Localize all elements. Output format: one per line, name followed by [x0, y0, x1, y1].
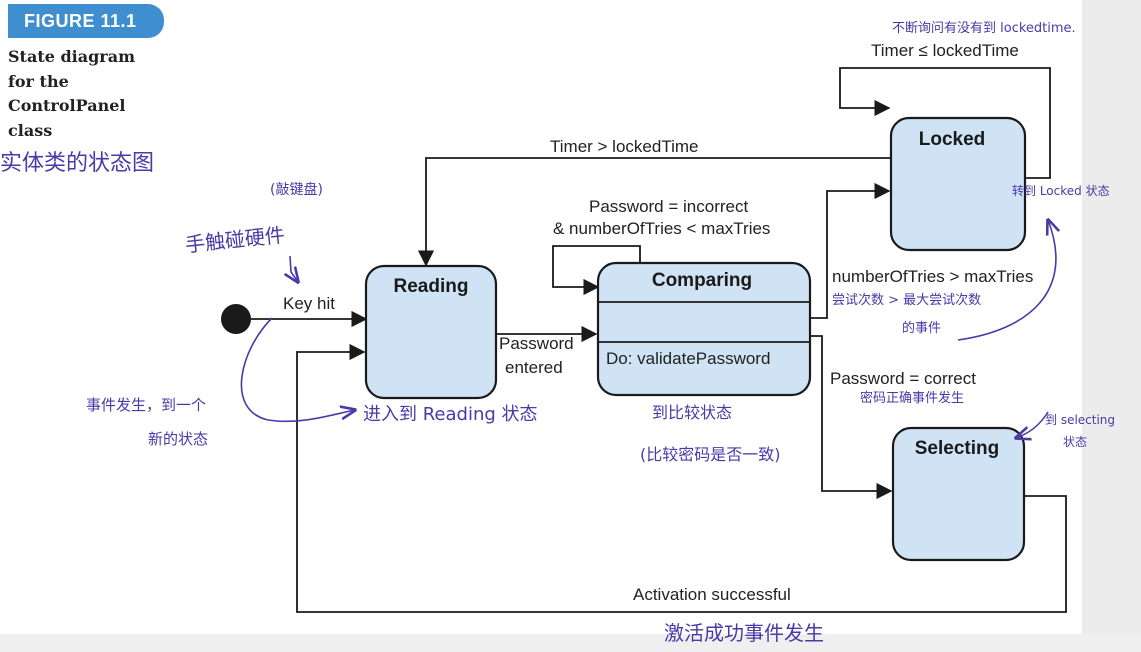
caption-line: State diagram — [8, 47, 135, 66]
label-password-entered-2: entered — [505, 358, 563, 377]
handwritten-note: 进入到 Reading 状态 — [363, 404, 538, 425]
label-tries-exceeded: numberOfTries > maxTries — [832, 267, 1033, 286]
label-password-correct: Password = correct — [830, 369, 976, 388]
handwritten-note: 的事件 — [902, 320, 941, 336]
handwritten-note: 尝试次数 > 最大尝试次数 — [832, 292, 981, 308]
state-locked: Locked — [889, 116, 1027, 252]
handwritten-arrow — [240, 317, 355, 423]
handwritten-note: 新的状态 — [148, 430, 208, 448]
handwritten-note: 到 selecting — [1045, 413, 1115, 427]
state-comparing: Comparing Do: validatePassword — [596, 261, 812, 397]
transition-timer-loop — [839, 67, 1051, 179]
handwritten-note: 激活成功事件发生 — [664, 621, 824, 645]
handwritten-note: (敲键盘) — [270, 181, 323, 198]
label-key-hit: Key hit — [283, 294, 335, 313]
initial-state-dot — [221, 304, 251, 334]
label-activation-successful: Activation successful — [633, 585, 791, 604]
handwritten-note: 状态 — [1063, 435, 1087, 449]
state-selecting-label: Selecting — [915, 438, 999, 459]
transition-password-correct — [810, 335, 893, 500]
transition-activation-successful — [296, 343, 1067, 613]
state-locked-label: Locked — [919, 129, 986, 150]
handwritten-note: 到比较状态 — [652, 403, 732, 422]
handwritten-note: (比较密码是否一致) — [640, 445, 781, 464]
state-reading-label: Reading — [394, 276, 469, 297]
handwritten-arrow — [957, 220, 1056, 341]
page-edge-shadow — [1082, 0, 1141, 652]
state-comparing-activity: Do: validatePassword — [606, 349, 770, 368]
handwritten-note: 密码正确事件发生 — [860, 390, 964, 406]
label-timer-loop: Timer ≤ lockedTime — [871, 41, 1019, 60]
figure-caption: State diagram for the ControlPanel class — [8, 45, 178, 143]
label-timer-expired: Timer > lockedTime — [550, 137, 698, 156]
page-bottom-shadow — [0, 634, 1141, 652]
caption-line: class — [8, 120, 53, 140]
caption-line: for the — [8, 71, 69, 91]
handwritten-note: 转到 Locked 状态 — [1012, 183, 1110, 198]
handwritten-arrow — [290, 255, 298, 282]
handwritten-note: 实体类的状态图 — [0, 151, 154, 176]
transition-password-incorrect — [552, 245, 641, 296]
state-reading: Reading — [364, 264, 498, 400]
handwritten-note: 事件发生，到一个 — [86, 396, 206, 414]
caption-line: ControlPanel — [8, 96, 126, 115]
handwritten-note: 不断询问有没有到 lockedtime. — [892, 21, 1076, 36]
state-selecting: Selecting — [891, 426, 1026, 562]
transition-timer-expired — [417, 157, 891, 267]
transition-tries-exceeded — [810, 182, 891, 319]
figure-badge: FIGURE 11.1 — [8, 4, 164, 38]
label-incorrect-1: Password = incorrect — [589, 197, 748, 216]
state-comparing-label: Comparing — [652, 270, 752, 291]
label-password-entered-1: Password — [499, 334, 574, 353]
handwritten-arrow — [1016, 411, 1049, 438]
handwritten-note: 手触碰硬件 — [184, 223, 286, 257]
label-incorrect-2: & numberOfTries < maxTries — [553, 219, 770, 238]
